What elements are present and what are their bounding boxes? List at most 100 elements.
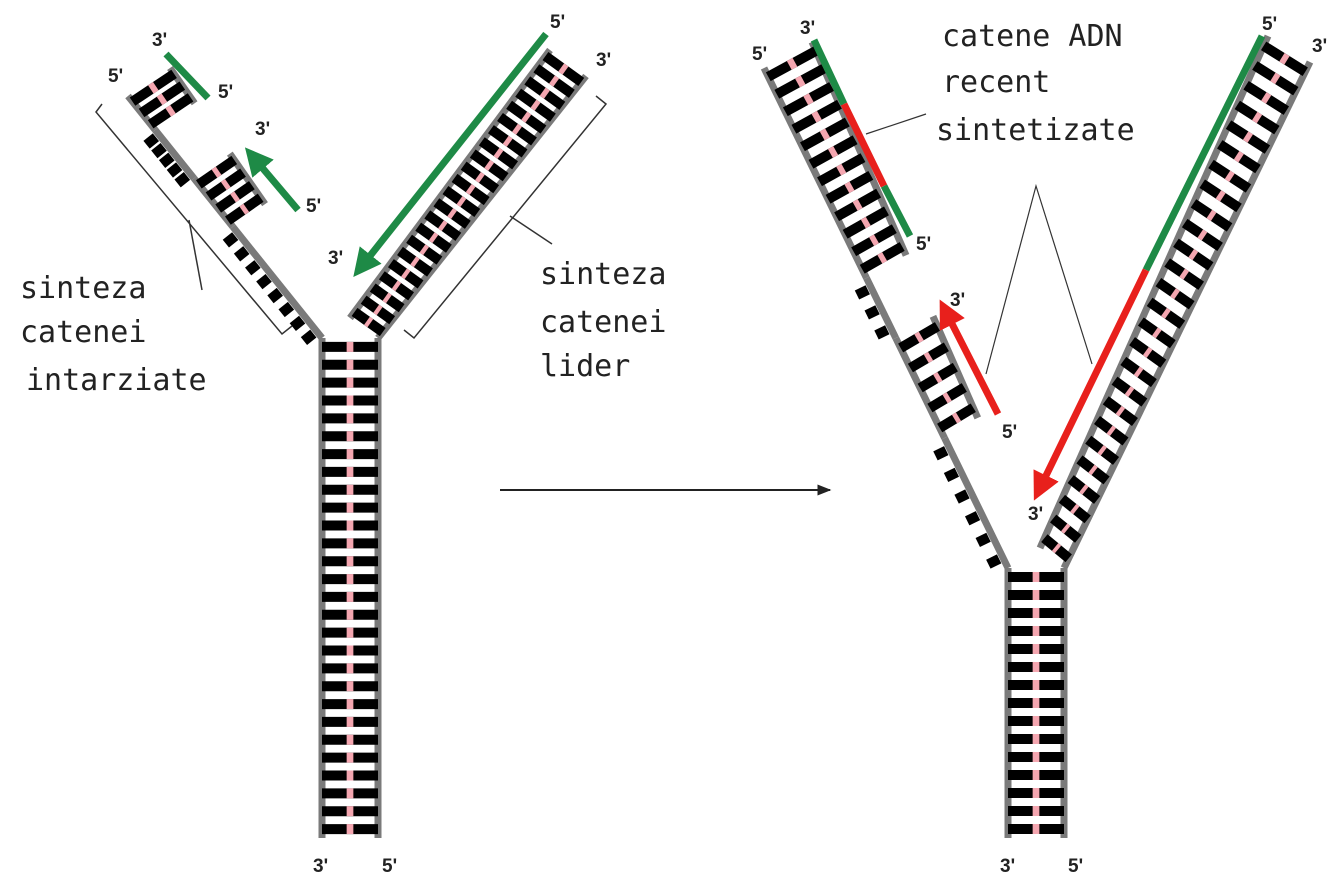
label-3prime: 3' — [328, 248, 343, 269]
base-pair-bond — [148, 81, 159, 94]
label-3prime: 3' — [950, 290, 965, 311]
backbone-strand — [941, 436, 1012, 570]
unpaired-base — [854, 285, 870, 300]
base-pair-bond — [827, 146, 839, 158]
base-pair-bond — [1133, 366, 1144, 378]
caption-lagging-line1: sinteza — [20, 271, 146, 306]
base-pair-bond — [456, 196, 467, 207]
caption-new-strands-line3: sintetizate — [936, 113, 1135, 148]
caption-leading-line1: sinteza — [540, 257, 666, 292]
base-pair-bond — [1188, 249, 1199, 261]
label-5prime: 5' — [1068, 856, 1083, 877]
base-pair-bond — [1206, 209, 1217, 222]
right-fork-end-labels: 3' 5' 5' 3' 5' 3' 5' 5' 3' 3' — [752, 14, 1327, 877]
label-5prime: 5' — [382, 856, 397, 877]
unpaired-base — [174, 172, 191, 188]
backbone-strand — [808, 40, 910, 257]
base-pair-bond — [1179, 268, 1190, 280]
base-pair-bond — [1088, 464, 1098, 476]
base-pair-bond — [1061, 523, 1071, 534]
unpaired-base — [933, 446, 949, 461]
base-pair-bond — [493, 147, 504, 159]
base-pair-bond — [428, 232, 439, 244]
okazaki-duplex — [191, 151, 268, 229]
label-5prime: 5' — [108, 66, 123, 87]
label-3prime: 3' — [313, 856, 328, 877]
okazaki-duplex — [892, 314, 981, 440]
base-pair-bond — [786, 57, 798, 70]
caption-leading-line3: lider — [540, 349, 630, 384]
leading-duplex — [1036, 34, 1314, 570]
label-3prime: 3' — [152, 30, 167, 51]
unpaired-base — [289, 315, 306, 332]
unpaired-base — [151, 143, 167, 159]
base-pair-bond — [438, 220, 448, 232]
base-pair-bond — [1152, 327, 1162, 339]
base-pair-bond — [447, 208, 457, 219]
base-pair-bond — [1197, 229, 1208, 241]
synthesized-strands — [163, 31, 1266, 501]
template-single-strand — [143, 127, 197, 188]
base-pair-bond — [852, 199, 863, 211]
label-3prime: 3' — [1028, 504, 1043, 525]
base-pair-bond — [836, 163, 847, 176]
base-pair-bond — [1142, 347, 1153, 358]
okazaki-duplex — [125, 65, 198, 133]
label-3prime: 3' — [800, 18, 815, 39]
base-pair-bond — [877, 252, 888, 264]
backbone-strand — [152, 127, 197, 181]
okazaki-fragment — [163, 51, 211, 101]
unpaired-base — [300, 329, 317, 345]
unpaired-base — [964, 511, 981, 526]
okazaki-fragment — [880, 184, 914, 238]
base-pair-bond — [502, 135, 513, 147]
base-pair-bond — [230, 191, 240, 203]
unpaired-base — [256, 273, 272, 290]
base-pair-bond — [539, 87, 550, 99]
base-pair-bond — [923, 351, 934, 363]
base-pair-bond — [1224, 170, 1235, 182]
label-5prime: 5' — [1002, 422, 1017, 443]
base-pair-bond — [933, 372, 943, 384]
base-pair-bond — [211, 166, 222, 178]
label-5prime: 5' — [916, 234, 931, 255]
label-3prime: 3' — [1000, 856, 1015, 877]
base-pair-bond — [475, 171, 485, 183]
left-fork-annotations: sinteza catenei intarziate sinteza caten… — [20, 95, 666, 398]
backbone-strand — [230, 224, 325, 341]
unpaired-base — [975, 532, 991, 548]
base-pair-bond — [1279, 52, 1290, 65]
base-pair-bond — [1070, 503, 1080, 515]
base-pair-bond — [1106, 425, 1116, 437]
unpaired-base — [954, 489, 970, 504]
template-single-strand — [933, 436, 1012, 570]
caption-new-strands-line1: catene ADN — [942, 19, 1123, 54]
unpaired-base — [158, 152, 175, 168]
unpaired-base — [222, 232, 239, 248]
base-pair-bond — [465, 184, 476, 195]
base-pair-bond — [819, 128, 830, 141]
base-pair-bond — [914, 331, 924, 343]
pointer-line — [985, 183, 1093, 375]
okazaki-duplex — [760, 40, 910, 280]
base-pair-bond — [1124, 386, 1135, 397]
label-5prime: 5' — [1262, 14, 1277, 35]
dna-strands — [125, 34, 1314, 838]
caption-lagging-line3: intarziate — [26, 363, 207, 398]
base-pair-bond — [1261, 92, 1272, 104]
base-pair-bond — [1170, 288, 1180, 300]
unpaired-base — [143, 133, 160, 149]
label-3prime: 3' — [1312, 36, 1327, 57]
base-pair-bond — [156, 93, 168, 106]
base-pair-bond — [484, 159, 495, 171]
base-pair-bond — [844, 181, 855, 194]
leading-strand — [1142, 34, 1266, 272]
unpaired-base — [864, 305, 880, 320]
base-pair-bond — [1097, 445, 1107, 456]
okazaki-fragment — [244, 147, 301, 213]
base-pair-bond — [869, 234, 879, 246]
base-pair-bond — [811, 110, 822, 123]
template-single-strand — [854, 276, 899, 340]
base-pair-bond — [549, 75, 560, 87]
